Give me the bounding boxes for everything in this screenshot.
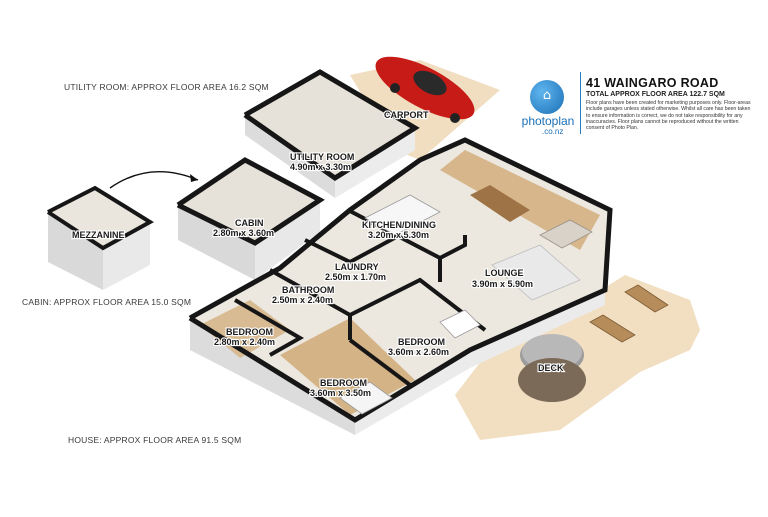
listing-header: ⌂ photoplan .co.nz 41 WAINGARO ROAD TOTA… (520, 68, 756, 138)
label-lounge-size: 3.90m x 5.90m (472, 279, 533, 289)
cabin-box (176, 157, 325, 280)
label-kitchen: KITCHEN/DINING (362, 220, 436, 230)
house-block (188, 137, 613, 435)
label-lounge: LOUNGE (485, 268, 524, 278)
label-bedroom-3-size: 3.60m x 3.50m (310, 388, 371, 398)
disclaimer-text: Floor plans have been created for market… (586, 100, 751, 132)
logo-text: photoplan (521, 114, 575, 128)
header-divider (580, 72, 581, 134)
house-in-circle-icon: ⌂ (530, 80, 564, 114)
deck-table (518, 334, 586, 402)
property-address: 41 WAINGARO ROAD (586, 76, 719, 90)
house-area-note: HOUSE: APPROX FLOOR AREA 91.5 SQM (68, 435, 242, 445)
arrowhead-icon (190, 174, 198, 182)
label-cabin-size: 2.80m x 3.60m (213, 228, 274, 238)
label-utility-size: 4.90m x 3.30m (290, 162, 351, 172)
label-bedroom-1-size: 2.80m x 2.40m (214, 337, 275, 347)
bench-1 (624, 284, 669, 313)
mezzanine-box (46, 185, 154, 290)
photoplan-logo: ⌂ photoplan .co.nz (520, 80, 576, 136)
label-bedroom-2-size: 3.60m x 2.60m (388, 347, 449, 357)
label-laundry-size: 2.50m x 1.70m (325, 272, 386, 282)
arrow-icon (109, 170, 199, 189)
logo-subtext: .co.nz (542, 127, 564, 136)
label-cabin: CABIN (235, 218, 264, 228)
label-bedroom-1: BEDROOM (226, 327, 273, 337)
utility-room-box (243, 69, 420, 198)
label-laundry: LAUNDRY (335, 262, 379, 272)
label-mezzanine: MEZZANINE (72, 230, 125, 240)
label-bedroom-3: BEDROOM (320, 378, 367, 388)
label-bedroom-2: BEDROOM (398, 337, 445, 347)
label-bathroom-size: 2.50m x 2.40m (272, 295, 333, 305)
label-carport: CARPORT (384, 110, 429, 120)
label-utility: UTILITY ROOM (290, 152, 354, 162)
car-icon (375, 56, 475, 123)
utility-area-note: UTILITY ROOM: APPROX FLOOR AREA 16.2 SQM (64, 82, 269, 92)
total-floor-area: TOTAL APPROX FLOOR AREA 122.7 SQM (586, 91, 725, 98)
cabin-area-note: CABIN: APPROX FLOOR AREA 15.0 SQM (22, 297, 192, 307)
bench-2 (589, 314, 636, 343)
label-kitchen-size: 3.20m x 5.30m (368, 230, 429, 240)
label-deck: DECK (538, 363, 564, 373)
label-bathroom: BATHROOM (282, 285, 334, 295)
